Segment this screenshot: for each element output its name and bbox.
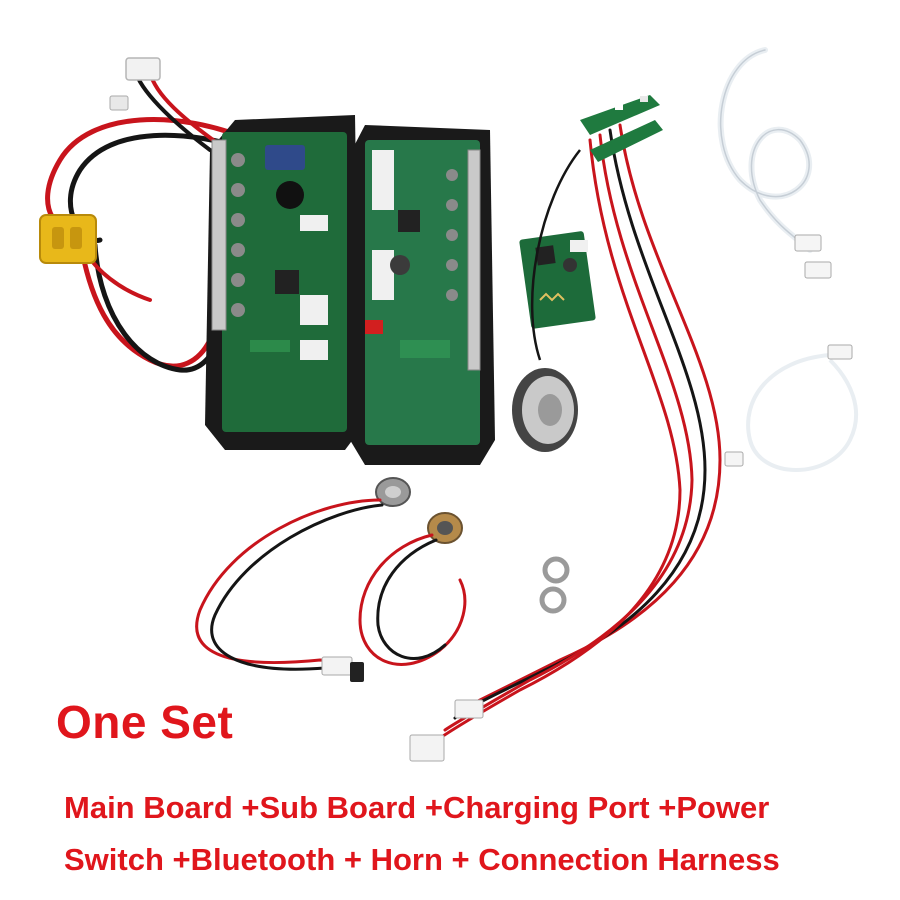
- charging-port: [427, 512, 463, 544]
- white-connector-top-left: [109, 57, 161, 111]
- led-harness: [438, 123, 722, 740]
- led-light-strips: [580, 95, 663, 162]
- sub-board: [350, 125, 495, 465]
- bluetooth-module: [519, 231, 596, 329]
- harness-connectors: [409, 699, 484, 762]
- caption-title: One Set: [56, 696, 234, 748]
- switch-port-wiring: [195, 498, 467, 671]
- white-cable-coil: [717, 47, 813, 253]
- power-switch: [375, 477, 411, 507]
- mounting-nuts: [539, 556, 570, 614]
- white-cable-connectors: [794, 234, 832, 279]
- main-board: [205, 115, 360, 450]
- xt60-connector: [39, 214, 97, 264]
- caption-contents-line-1: Main Board +Sub Board +Charging Port +Po…: [64, 790, 770, 825]
- speaker-wire: [530, 149, 581, 361]
- switch-port-connectors: [321, 656, 364, 682]
- white-cable-loop: [724, 344, 859, 472]
- speaker-horn: [512, 368, 578, 452]
- caption-contents-line-2: Switch +Bluetooth + Horn + Connection Ha…: [64, 842, 780, 877]
